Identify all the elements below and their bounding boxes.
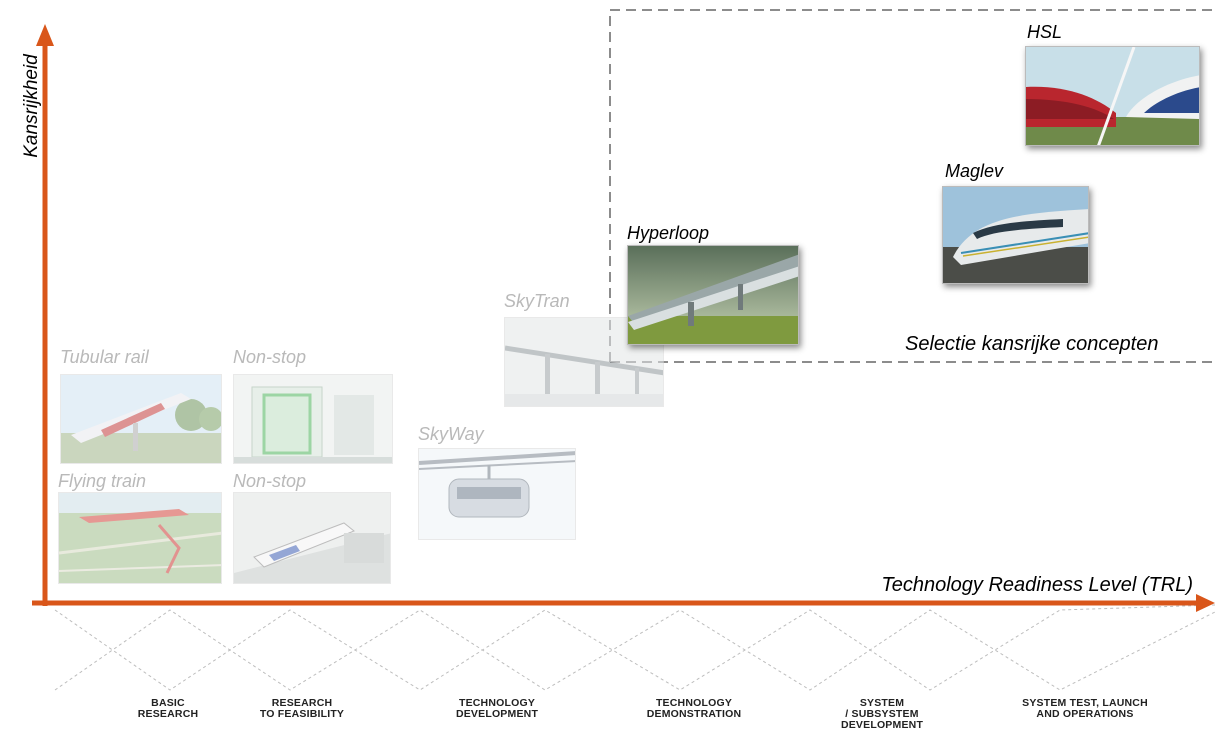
concept-label: Flying train — [58, 471, 147, 491]
suspended-rail-car-photo — [418, 448, 576, 540]
flying-train-over-fields-photo — [58, 492, 222, 584]
trl-stage-research-to-feasibility: RESEARCH TO FEASIBILITY — [259, 697, 345, 720]
maglev-train-photo — [942, 186, 1089, 284]
trl-stage-technology-development: TECHNOLOGY DEVELOPMENT — [455, 697, 539, 720]
concept-label: SkyTran — [504, 291, 570, 311]
concept-label: Tubular rail — [60, 347, 149, 367]
concept-label: Non-stop — [233, 471, 307, 491]
elevated-tube-train-photo — [60, 374, 222, 464]
x-axis-arrowhead — [1196, 594, 1215, 612]
trl-stage-technology-demonstration: TECHNOLOGY DEMONSTRATION — [646, 697, 742, 720]
concept-label: HSL — [1027, 22, 1063, 42]
hyperloop-tube-landscape-photo — [627, 245, 799, 345]
y-axis-title: Kansrijkheid — [21, 54, 42, 158]
concept-label: Hyperloop — [627, 223, 710, 243]
trl-stage-connectors — [54, 604, 1215, 691]
concept-label: Maglev — [945, 161, 1004, 181]
selection-box — [609, 9, 1215, 363]
x-axis-title: Technology Readiness Level (TRL) — [881, 574, 1193, 596]
concept-label: SkyWay — [418, 424, 484, 444]
trl-stage-system-test-launch-operations: SYSTEM TEST, LAUNCH AND OPERATIONS — [1022, 697, 1148, 720]
train-interior-door-photo — [233, 374, 393, 464]
selection-label: Selectie kansrijke concepten — [905, 333, 1159, 355]
trl-stage-basic-research: BASIC RESEARCH — [137, 697, 199, 720]
detachable-train-pod-photo — [233, 492, 391, 584]
y-axis-arrowhead — [36, 24, 54, 46]
high-speed-trains-photo — [1025, 46, 1200, 146]
concept-label: Non-stop — [233, 347, 307, 367]
trl-stage-system-subsystem-development: SYSTEM / SUBSYSTEM DEVELOPMENT — [840, 697, 924, 731]
